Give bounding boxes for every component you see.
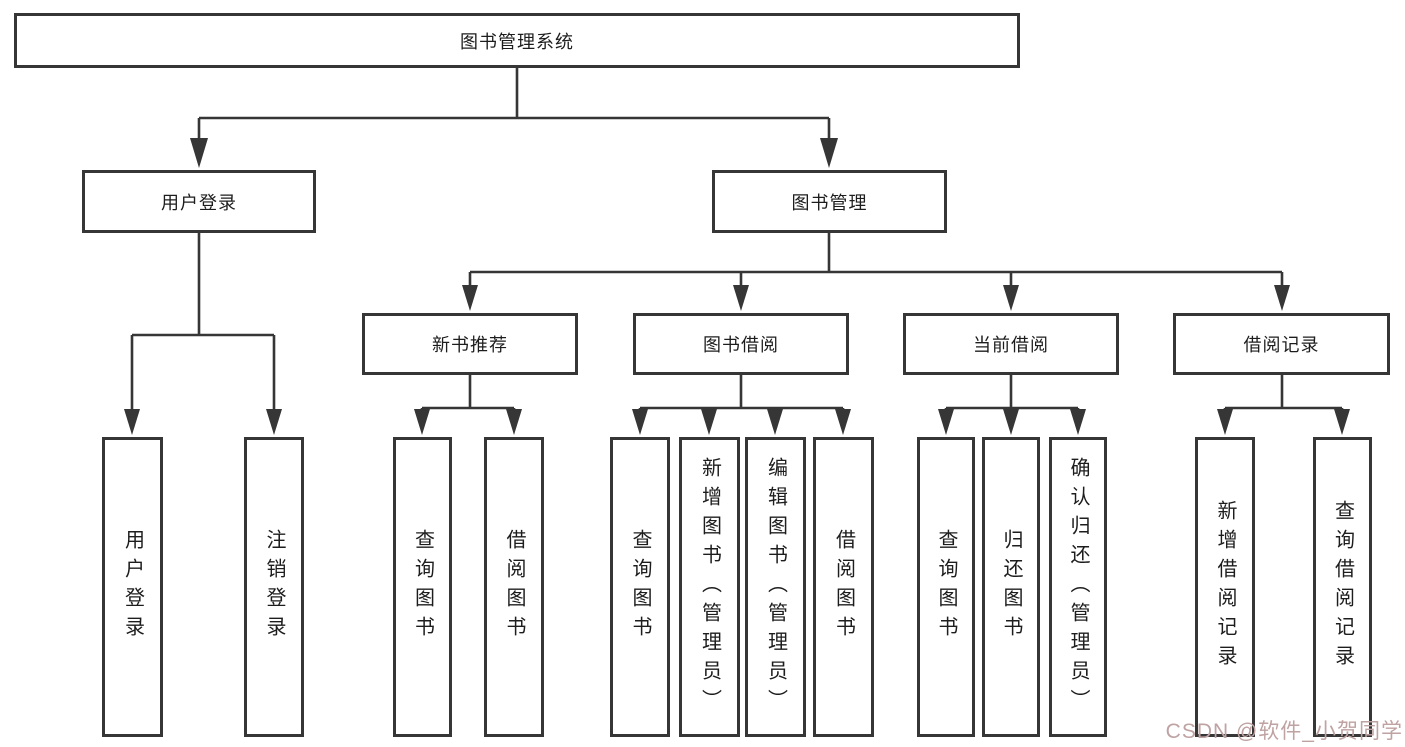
leaf-return-books: 归还图书 bbox=[982, 437, 1040, 737]
leaf-label: 借阅图书 bbox=[503, 529, 525, 645]
leaf-confirm-return-admin: 确认归还（管理员） bbox=[1049, 437, 1107, 737]
arrowhead bbox=[1274, 285, 1290, 311]
arrowhead bbox=[820, 138, 838, 168]
leaf-label: 新增借阅记录 bbox=[1214, 500, 1236, 674]
arrowhead bbox=[835, 409, 851, 435]
node-book-management: 图书管理 bbox=[712, 170, 947, 233]
arrowhead bbox=[506, 409, 522, 435]
leaf-add-borrow-record: 新增借阅记录 bbox=[1195, 437, 1255, 737]
leaf-add-books-admin: 新增图书（管理员） bbox=[679, 437, 740, 737]
arrowhead bbox=[632, 409, 648, 435]
leaf-logout-login: 注销登录 bbox=[244, 437, 304, 737]
node-new-book-recommend: 新书推荐 bbox=[362, 313, 578, 375]
node-book-borrow: 图书借阅 bbox=[633, 313, 849, 375]
node-current-borrow: 当前借阅 bbox=[903, 313, 1119, 375]
arrowhead bbox=[767, 409, 783, 435]
leaf-user-login: 用户登录 bbox=[102, 437, 163, 737]
arrowhead bbox=[1217, 409, 1233, 435]
leaf-label: 编辑图书（管理员） bbox=[764, 456, 787, 718]
arrowhead bbox=[1003, 409, 1019, 435]
arrowhead bbox=[701, 409, 717, 435]
arrowhead bbox=[1334, 409, 1350, 435]
leaf-query-books-current: 查询图书 bbox=[917, 437, 975, 737]
leaf-label: 用户登录 bbox=[121, 529, 144, 645]
leaf-label: 注销登录 bbox=[263, 529, 285, 645]
csdn-watermark: CSDN @软件_小贺同学 bbox=[1165, 720, 1403, 743]
arrowhead bbox=[1003, 285, 1019, 311]
connector-user-login-children bbox=[130, 233, 276, 412]
leaf-borrow-books-recommend: 借阅图书 bbox=[484, 437, 544, 737]
leaf-label: 查询图书 bbox=[629, 529, 651, 645]
connector-borrow-children bbox=[638, 375, 845, 414]
arrowhead bbox=[266, 409, 282, 435]
arrowhead bbox=[462, 285, 478, 311]
leaf-label: 查询图书 bbox=[411, 529, 434, 645]
connector-book-management-children bbox=[468, 233, 1284, 288]
arrowhead bbox=[124, 409, 140, 435]
leaf-label: 确认归还（管理员） bbox=[1067, 456, 1089, 718]
node-root-library-system: 图书管理系统 bbox=[14, 13, 1020, 68]
connector-root-to-level1 bbox=[197, 68, 831, 146]
node-user-login: 用户登录 bbox=[82, 170, 316, 233]
leaf-query-books-recommend: 查询图书 bbox=[393, 437, 452, 737]
leaf-edit-books-admin: 编辑图书（管理员） bbox=[745, 437, 806, 737]
leaf-query-books-borrow: 查询图书 bbox=[610, 437, 670, 737]
arrowhead bbox=[190, 138, 208, 168]
leaf-query-borrow-record: 查询借阅记录 bbox=[1313, 437, 1372, 737]
connector-records-children bbox=[1223, 375, 1344, 414]
leaf-label: 新增图书（管理员） bbox=[698, 456, 721, 718]
arrowhead bbox=[733, 285, 749, 311]
arrowhead bbox=[414, 409, 430, 435]
leaf-label: 归还图书 bbox=[1000, 529, 1022, 645]
connector-recommend-children bbox=[420, 375, 516, 414]
leaf-borrow-books: 借阅图书 bbox=[813, 437, 874, 737]
connector-current-children bbox=[944, 375, 1080, 414]
node-borrow-records: 借阅记录 bbox=[1173, 313, 1390, 375]
leaf-label: 查询借阅记录 bbox=[1331, 500, 1354, 674]
leaf-label: 查询图书 bbox=[935, 529, 957, 645]
leaf-label: 借阅图书 bbox=[832, 529, 855, 645]
arrowhead bbox=[938, 409, 954, 435]
arrowhead bbox=[1070, 409, 1086, 435]
